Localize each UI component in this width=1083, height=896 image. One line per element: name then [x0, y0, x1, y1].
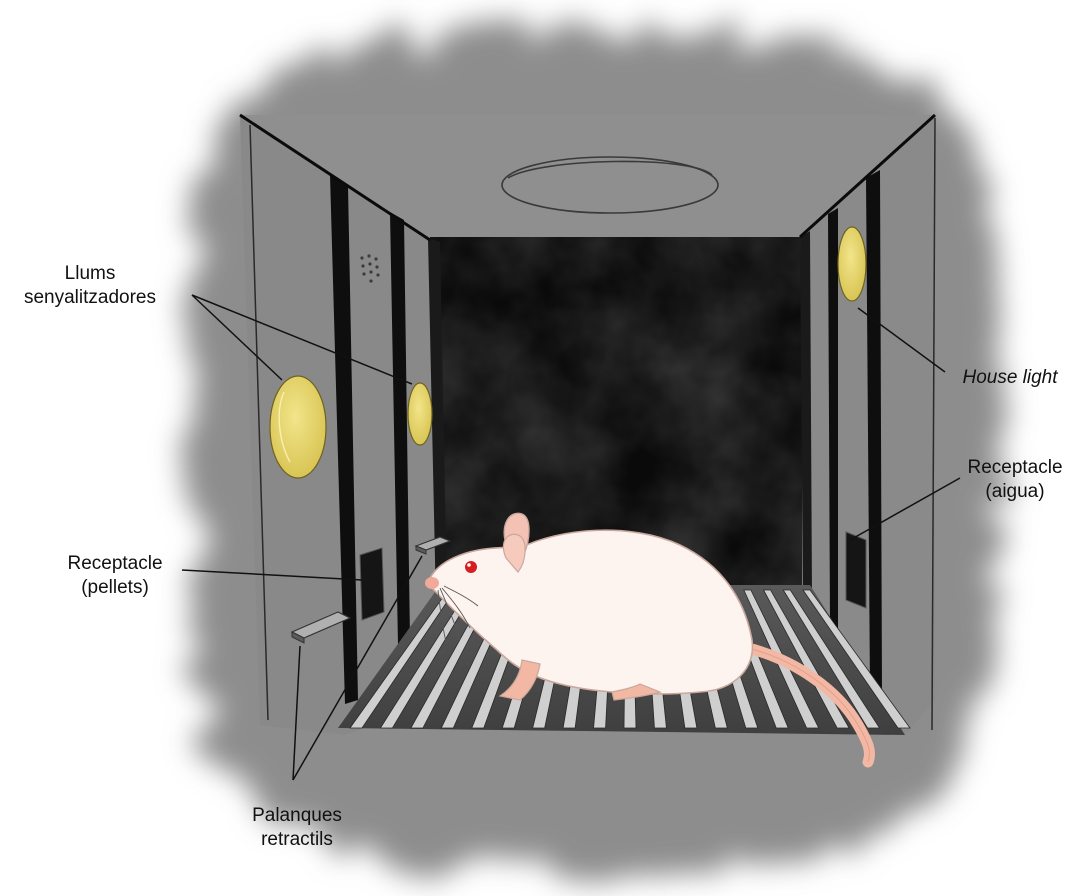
label-water-receptacle-line1: Receptacle: [955, 456, 1075, 480]
label-pellet-receptacle-line2: (pellets): [50, 576, 180, 600]
label-levers-line2: retractils: [232, 828, 362, 852]
label-levers: Palanques retractils: [232, 804, 362, 852]
label-signal-lights-line1: Llums: [5, 262, 175, 286]
label-signal-lights: Llums senyalitzadores: [5, 262, 175, 310]
label-water-receptacle: Receptacle (aigua): [955, 456, 1075, 504]
signal-light-left: [270, 376, 326, 478]
water-receptacle: [846, 532, 866, 608]
signal-light-right: [408, 383, 432, 445]
label-levers-line1: Palanques: [232, 804, 362, 828]
house-light: [838, 227, 866, 301]
label-house-light: House light: [945, 366, 1075, 390]
pellet-receptacle: [360, 548, 384, 620]
rat-nose: [425, 577, 439, 589]
label-water-receptacle-line2: (aigua): [955, 480, 1075, 504]
label-house-light-text: House light: [945, 366, 1075, 390]
label-pellet-receptacle: Receptacle (pellets): [50, 552, 180, 600]
rat-eye: [465, 561, 477, 573]
label-pellet-receptacle-line1: Receptacle: [50, 552, 180, 576]
label-signal-lights-line2: senyalitzadores: [5, 286, 175, 310]
